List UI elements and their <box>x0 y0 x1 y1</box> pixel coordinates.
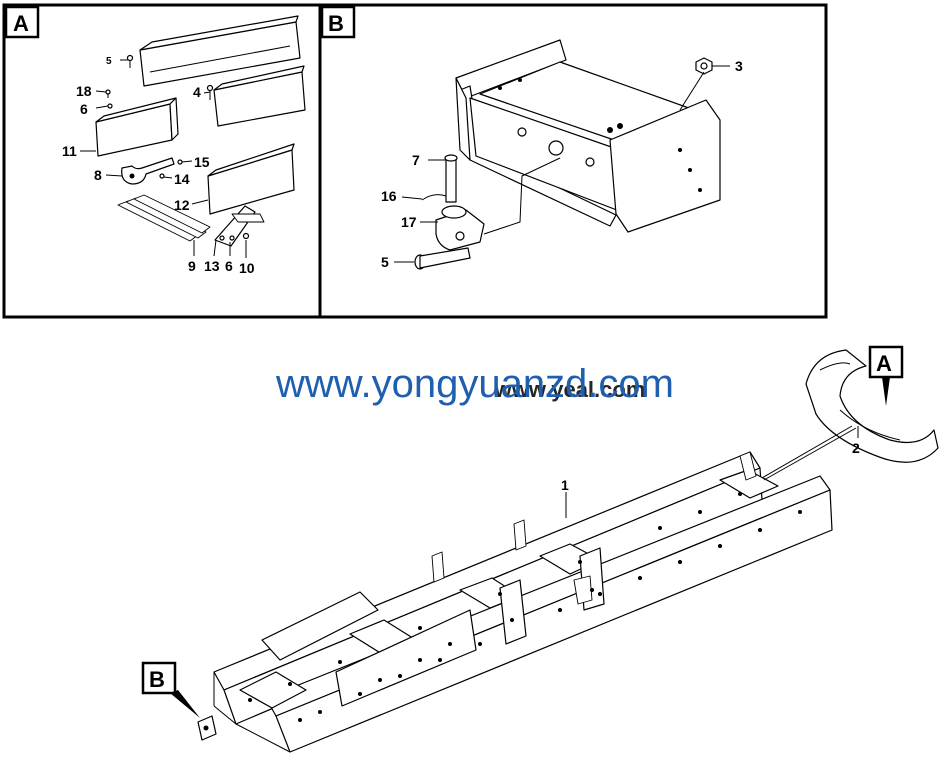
panel-b-label-box <box>320 5 356 39</box>
callout-b-3: 3 <box>735 58 743 74</box>
callout-main-1: 1 <box>561 477 569 493</box>
nut-3 <box>695 57 713 75</box>
callout-a-6-bottom: 6 <box>225 258 233 274</box>
cable-16 <box>421 194 447 201</box>
marker-tag-a-pointer <box>882 377 890 406</box>
pin-7 <box>444 154 458 203</box>
panel-a-label-box <box>4 5 40 39</box>
callout-a-15: 15 <box>194 154 210 170</box>
marker-tag-b-pointer <box>170 690 200 718</box>
detail-panel-a: A <box>2 3 322 319</box>
callout-a-11: 11 <box>62 143 77 159</box>
marker-tag-a: A <box>868 345 904 406</box>
callout-b-17: 17 <box>401 214 417 230</box>
bracket-11 <box>95 97 179 157</box>
right-rail-web <box>275 489 833 753</box>
callout-b-5: 5 <box>381 254 389 270</box>
bolt-5 <box>414 247 471 270</box>
frame-hole-pattern <box>248 492 802 722</box>
detail-panel-b: B <box>318 3 828 319</box>
callout-a-4: 4 <box>193 84 201 100</box>
bracket-17 <box>435 205 485 251</box>
callout-b-16: 16 <box>381 188 397 204</box>
callout-a-6-top: 6 <box>80 101 88 117</box>
callout-b-7: 7 <box>412 152 420 168</box>
watermark-secondary: www.yeal.com <box>494 377 646 402</box>
callout-main-2: 2 <box>852 440 860 456</box>
part-2-assembly <box>761 349 939 481</box>
callout-a-14: 14 <box>174 171 190 187</box>
strap-9 <box>117 194 211 242</box>
leader-lines-a <box>80 59 247 258</box>
watermark-primary: www.yongyuanzd.com <box>275 362 674 406</box>
callout-a-5: 5 <box>106 56 112 67</box>
leader-lines-b <box>394 65 730 263</box>
bracket-13 <box>214 205 265 247</box>
top-rail-a <box>139 15 301 87</box>
leader-lines-main <box>565 426 859 518</box>
hook-8 <box>121 157 175 185</box>
callout-a-18: 18 <box>76 83 92 99</box>
callout-a-13: 13 <box>204 258 220 274</box>
callout-a-9: 9 <box>188 258 196 274</box>
callout-a-10: 10 <box>239 260 255 276</box>
callout-a-8: 8 <box>94 167 102 183</box>
bracket-12 <box>207 143 295 215</box>
marker-tag-b-letter: B <box>149 667 165 692</box>
fasteners-a <box>105 54 250 241</box>
middle-rail-a <box>213 65 306 127</box>
panel-b-letter: B <box>328 11 344 36</box>
marker-tag-b: B <box>141 661 200 718</box>
frame-fastener-b <box>197 715 217 741</box>
panel-a-letter: A <box>13 11 29 36</box>
chassis-frame <box>197 451 833 753</box>
crossmember-b <box>455 39 721 233</box>
marker-tag-a-letter: A <box>876 351 892 376</box>
callout-a-12: 12 <box>174 197 190 213</box>
